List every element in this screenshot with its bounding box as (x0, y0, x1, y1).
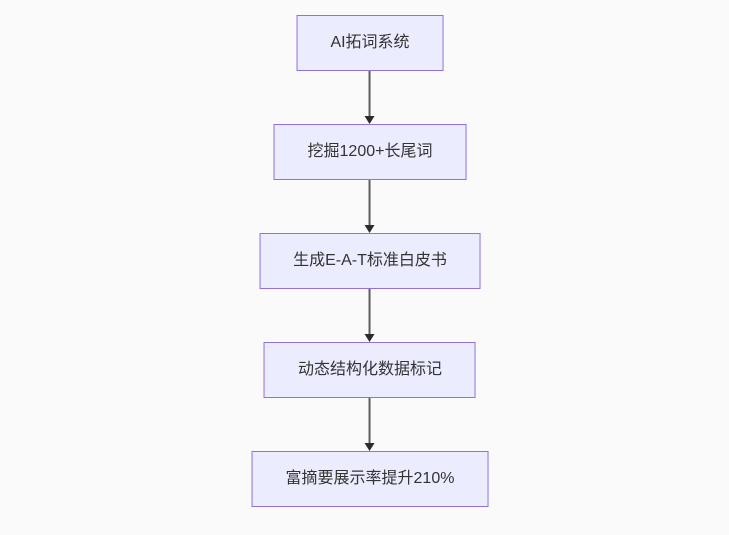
arrow-line (369, 180, 371, 225)
flow-node-label: 动态结构化数据标记 (297, 361, 442, 378)
flow-node-A: AI拓词系统 (296, 15, 444, 71)
flow-node-B: 挖掘1200+长尾词 (273, 124, 467, 180)
flow-edge (365, 180, 375, 233)
flow-node-C: 生成E-A-T标准白皮书 (259, 233, 481, 289)
arrow-head-icon (365, 334, 375, 342)
flow-edge (365, 71, 375, 124)
flow-node-D: 动态结构化数据标记 (263, 342, 476, 398)
flow-node-label: 生成E-A-T标准白皮书 (293, 252, 447, 269)
flow-node-label: 挖掘1200+长尾词 (307, 143, 433, 160)
flow-node-E: 富摘要展示率提升210% (251, 451, 489, 507)
arrow-line (369, 398, 371, 443)
arrow-line (369, 71, 371, 116)
flow-node-label: 富摘要展示率提升210% (285, 470, 455, 487)
arrow-head-icon (365, 116, 375, 124)
arrow-line (369, 289, 371, 334)
flow-edge (365, 289, 375, 342)
arrow-head-icon (365, 443, 375, 451)
flow-edge (365, 398, 375, 451)
arrow-head-icon (365, 225, 375, 233)
flowchart: AI拓词系统 挖掘1200+长尾词 生成E-A-T标准白皮书 动态结构化数据标记… (251, 15, 489, 507)
flow-node-label: AI拓词系统 (330, 34, 410, 51)
